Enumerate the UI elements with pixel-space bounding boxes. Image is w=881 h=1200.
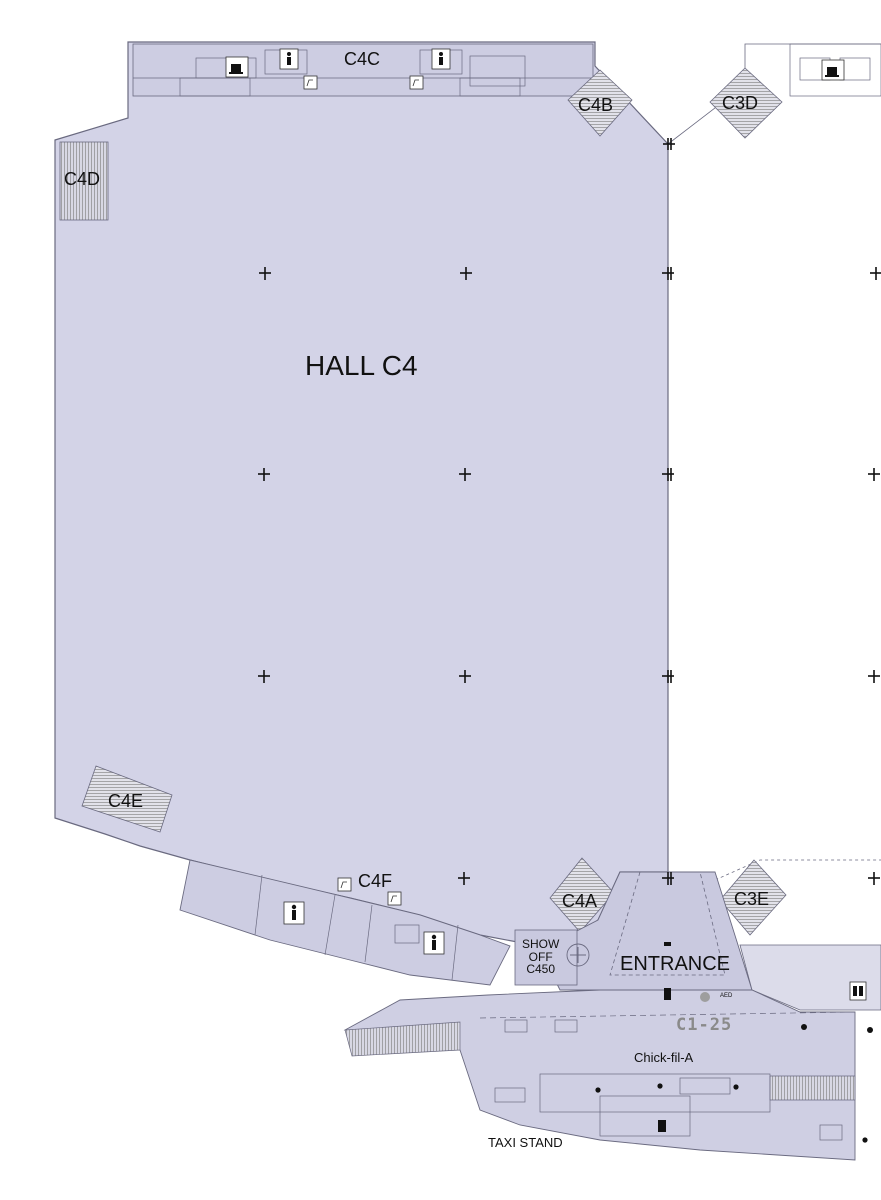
stair-concourse	[344, 1021, 461, 1057]
restroom-women-icon	[279, 48, 299, 70]
drinking-fountain-icon	[303, 75, 424, 906]
show-office-line2: OFF	[528, 949, 553, 964]
poi-dots	[595, 1024, 873, 1143]
stair-c4b	[567, 69, 633, 137]
room-c4e-label: C4E	[108, 791, 144, 811]
room-c4c-label: C4C	[344, 49, 381, 69]
kiosk-marker	[664, 988, 671, 1000]
room-c4b-label: C4B	[578, 95, 614, 115]
entrance-label: ENTRANCE	[620, 953, 731, 975]
coffee-icon	[821, 59, 845, 81]
stair-c3d	[709, 67, 783, 139]
room-c4d-label: C4D	[64, 169, 101, 189]
aed-label: AED	[720, 993, 733, 999]
room-c3d-label: C3D	[722, 93, 759, 113]
coffee-icon	[225, 56, 249, 78]
chick-fil-a-label[interactable]: Chick-fil-A	[634, 1050, 694, 1065]
escalator-right	[769, 1075, 856, 1101]
restroom-women-icon	[283, 901, 305, 925]
show-office-label: SHOW OFF C450	[522, 938, 559, 976]
taxi-stand-label[interactable]: TAXI STAND	[488, 1135, 563, 1150]
show-office-line1: SHOW	[522, 937, 560, 951]
room-c4a-label: C4A	[562, 891, 598, 911]
hall-c4-label: HALL C4	[305, 350, 418, 381]
room-c4f-label: C4F	[358, 871, 393, 891]
column-marker-icon	[258, 138, 881, 885]
elevator-icon	[849, 981, 867, 1001]
stair-c4d	[59, 141, 109, 221]
kiosk-marker-2	[664, 942, 671, 946]
stair-c4e	[81, 765, 173, 833]
annex-right	[739, 944, 881, 1011]
restroom-men-icon	[431, 48, 451, 70]
room-c3e-label: C3E	[734, 889, 770, 909]
show-office-line3: C450	[526, 962, 556, 977]
column-markers	[258, 138, 881, 885]
gate-c1-25-label: C1-25	[676, 1015, 733, 1035]
first-aid-icon	[566, 943, 590, 967]
aed-icon	[700, 992, 710, 1002]
service-corridor-top	[132, 43, 594, 97]
restroom-men-icon	[423, 931, 445, 955]
stair-c3e	[719, 859, 787, 936]
show-office-c450[interactable]	[514, 929, 578, 986]
